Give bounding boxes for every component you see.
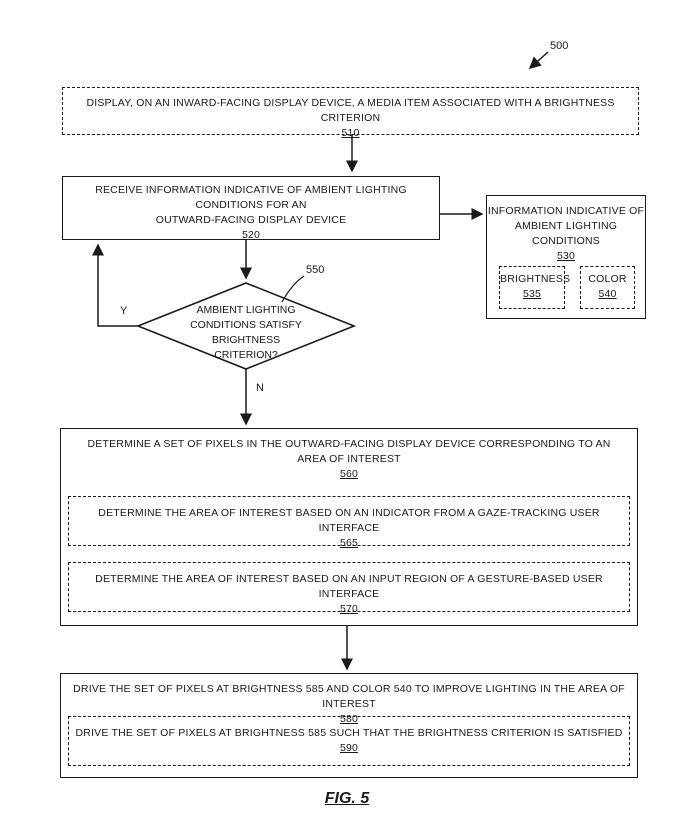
step-540-number: 540 xyxy=(598,288,617,300)
step-540-box: COLOR 540 xyxy=(580,266,635,309)
step-590-box: DRIVE THE SET OF PIXELS AT BRIGHTNESS 58… xyxy=(68,716,630,766)
step-510-box: DISPLAY, ON AN INWARD-FACING DISPLAY DEV… xyxy=(62,87,639,139)
step-590-text: DRIVE THE SET OF PIXELS AT BRIGHTNESS 58… xyxy=(75,727,623,739)
step-565-box: DETERMINE THE AREA OF INTEREST BASED ON … xyxy=(68,496,630,549)
step-535-number: 535 xyxy=(522,288,542,300)
step-550-line2: CONDITIONS SATISFY BRIGHTNESS xyxy=(190,319,302,346)
step-550-text: AMBIENT LIGHTING CONDITIONS SATISFY BRIG… xyxy=(166,303,326,363)
branch-no-label: N xyxy=(256,382,264,394)
step-565-text: DETERMINE THE AREA OF INTEREST BASED ON … xyxy=(98,507,600,534)
step-550-line1: AMBIENT LIGHTING xyxy=(196,304,296,316)
step-530-box: INFORMATION INDICATIVE OF AMBIENT LIGHTI… xyxy=(486,195,646,319)
step-560-box: DETERMINE A SET OF PIXELS IN THE OUTWARD… xyxy=(60,428,638,626)
step-520-number: 520 xyxy=(241,229,261,241)
figure-caption: FIG. 5 xyxy=(324,790,370,807)
step-565-number: 565 xyxy=(339,537,359,549)
branch-yes-label: Y xyxy=(120,305,128,317)
step-510-number: 510 xyxy=(341,127,360,139)
step-530-number: 530 xyxy=(556,250,576,262)
step-570-box: DETERMINE THE AREA OF INTEREST BASED ON … xyxy=(68,562,630,615)
step-550-line3: CRITERION? xyxy=(214,349,278,361)
figure-ref-500: 500 xyxy=(550,40,569,52)
step-540-text: COLOR xyxy=(588,273,627,285)
step-530-line2: AMBIENT LIGHTING CONDITIONS xyxy=(514,220,618,247)
leader-550 xyxy=(281,275,305,303)
arrow-yes-loop xyxy=(92,243,138,327)
step-590-number: 590 xyxy=(339,742,359,754)
step-550-number: 550 xyxy=(306,264,325,276)
step-580-text: DRIVE THE SET OF PIXELS AT BRIGHTNESS 58… xyxy=(73,683,625,710)
arrow-500-ref xyxy=(528,51,549,69)
step-510-text: DISPLAY, ON AN INWARD-FACING DISPLAY DEV… xyxy=(86,97,615,124)
step-570-number: 570 xyxy=(339,603,359,615)
step-570-text: DETERMINE THE AREA OF INTEREST BASED ON … xyxy=(95,573,603,600)
step-535-text: BRIGHTNESS xyxy=(500,273,571,285)
step-520-box: RECEIVE INFORMATION INDICATIVE OF AMBIEN… xyxy=(62,176,440,241)
step-560-line1: DETERMINE A SET OF PIXELS IN THE OUTWARD… xyxy=(87,438,611,450)
step-560-number: 560 xyxy=(339,468,359,480)
step-520-line1: RECEIVE INFORMATION INDICATIVE OF AMBIEN… xyxy=(95,184,407,211)
step-520-line2: OUTWARD-FACING DISPLAY DEVICE xyxy=(155,214,347,226)
step-535-box: BRIGHTNESS 535 xyxy=(499,266,571,309)
step-560-line2: AREA OF INTEREST xyxy=(297,453,401,465)
step-530-line1: INFORMATION INDICATIVE OF xyxy=(487,205,645,217)
